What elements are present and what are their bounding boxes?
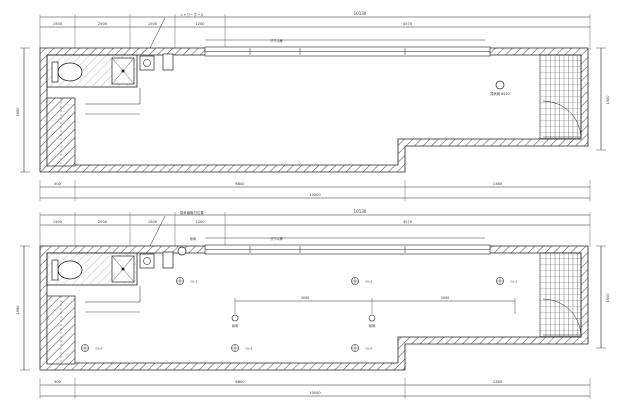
dimension-right: 1500 bbox=[606, 95, 610, 105]
dimension-top-1: 2500 bbox=[98, 220, 108, 224]
dimension-overall-bottom: 10000 bbox=[309, 391, 321, 395]
dimension-top-2: 1500 bbox=[148, 220, 158, 224]
dimension-left: 1650 bbox=[16, 305, 20, 315]
dimension-inner-1: 3000 bbox=[441, 296, 450, 300]
dimension-top-3: 1200 bbox=[195, 220, 205, 224]
basin-bowl bbox=[143, 257, 151, 265]
callout-1: ガラス扉 bbox=[270, 236, 283, 241]
dimension-top-1: 2500 bbox=[98, 22, 108, 26]
shower-drain bbox=[121, 69, 125, 73]
floor-plan-upper: 10130 1500 2500 1500 1200 4570 1650 1500 シャワーホース… bbox=[16, 11, 610, 201]
shower-drain bbox=[121, 267, 125, 271]
dimension-bottom-1: 6800 bbox=[235, 380, 245, 384]
fan-mount-marker bbox=[177, 246, 187, 256]
bathroom-wall bbox=[46, 54, 138, 88]
entry-stairs bbox=[539, 252, 582, 338]
dimension-bottom-0: 500 bbox=[54, 182, 62, 186]
dimension-top-3: 1200 bbox=[195, 22, 205, 26]
downlight-label-3: DL-4 bbox=[96, 347, 103, 351]
fixture bbox=[162, 53, 174, 71]
basin-bowl bbox=[143, 59, 151, 67]
dimension-bottom-2: 1380 bbox=[493, 182, 503, 186]
callout-4: 照明 bbox=[190, 237, 196, 241]
callout-1: ガラス扉 bbox=[270, 38, 283, 43]
dimension-bottom-1: 6800 bbox=[235, 182, 245, 186]
callout-2: 換気扇 Φ150 bbox=[490, 91, 509, 96]
callout-leader bbox=[149, 17, 166, 49]
dimension-overall-top: 10130 bbox=[354, 11, 367, 16]
downlight-label-2: DL-3 bbox=[511, 280, 518, 284]
dimension-overall-bottom: 10000 bbox=[309, 193, 321, 197]
dimension-top-4: 4570 bbox=[403, 22, 413, 26]
pendant-light-0 bbox=[231, 314, 239, 322]
ventilation-fan bbox=[495, 80, 505, 90]
callout-leader bbox=[149, 215, 166, 247]
toilet-bowl bbox=[57, 260, 83, 280]
pendant-label-0: 照明 bbox=[232, 324, 238, 328]
downlight-label-4: DL-5 bbox=[246, 347, 253, 351]
callout-0: シャワーホース bbox=[180, 12, 204, 17]
dimension-top-0: 1500 bbox=[53, 22, 63, 26]
bathroom-wall bbox=[46, 252, 138, 286]
door-swing bbox=[542, 100, 582, 138]
callout-0: 換気扇取付位置 bbox=[180, 210, 204, 215]
downlight-label-0: DL-1 bbox=[191, 280, 198, 284]
fixture bbox=[162, 251, 174, 269]
entry-stairs bbox=[539, 54, 582, 140]
dimension-right: 1500 bbox=[606, 293, 610, 303]
pendant-light-1 bbox=[368, 314, 376, 322]
dimension-top-2: 1500 bbox=[148, 22, 158, 26]
dimension-left: 1650 bbox=[16, 107, 20, 117]
dimension-top-0: 1500 bbox=[53, 220, 63, 224]
dimension-top-4: 4570 bbox=[403, 220, 413, 224]
dimension-overall-top: 10130 bbox=[354, 209, 367, 214]
door-swing bbox=[542, 298, 582, 336]
floor-plan-lower: 10130 1500 2500 1500 1200 4570 1650 1500 換気扇取付位置… bbox=[16, 209, 610, 399]
downlight-label-5: DL-6 bbox=[366, 347, 373, 351]
toilet-tank bbox=[51, 61, 59, 83]
wash-basin bbox=[139, 55, 155, 71]
toilet-tank bbox=[51, 259, 59, 281]
dimension-bottom-0: 500 bbox=[54, 380, 62, 384]
dimension-inner-0: 3000 bbox=[301, 296, 310, 300]
dimension-bottom-2: 1380 bbox=[493, 380, 503, 384]
wash-basin bbox=[139, 253, 155, 269]
downlight-label-1: DL-2 bbox=[366, 280, 373, 284]
toilet-bowl bbox=[57, 62, 83, 82]
pendant-label-1: 照明 bbox=[369, 324, 375, 328]
